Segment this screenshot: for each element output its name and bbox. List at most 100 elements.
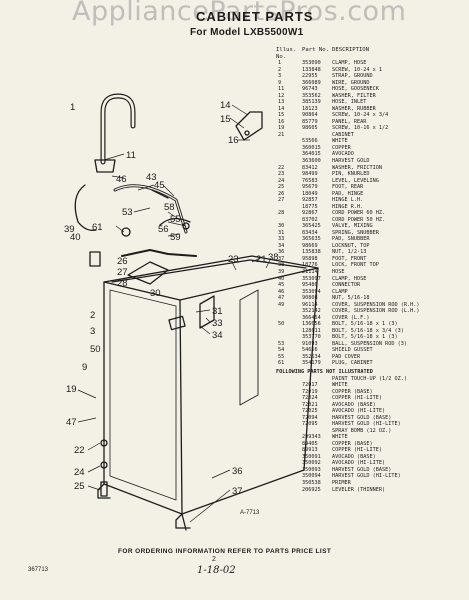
part-description: PAD, HINGE bbox=[332, 190, 364, 197]
callout-label: 37 bbox=[232, 486, 243, 497]
description-header: DESCRIPTION bbox=[332, 47, 370, 53]
part-no-header: Part No. bbox=[302, 47, 329, 53]
part-number: 72021 bbox=[302, 401, 318, 408]
callout-label: 36 bbox=[232, 466, 243, 477]
illus-number: 37 bbox=[278, 255, 285, 262]
illus-number: 23 bbox=[278, 171, 285, 178]
callout-label: 19 bbox=[66, 384, 77, 395]
callout-label: 45 bbox=[154, 180, 165, 191]
illus-number: 40 bbox=[278, 275, 285, 282]
part-description: COVER, SUSPENSION ROD (L.H.) bbox=[332, 308, 420, 315]
part-description: PAINT TOUCH-UP (1/2 OZ.) bbox=[332, 375, 407, 382]
part-description: PAD COVER bbox=[332, 353, 361, 360]
part-description: HINGE L.H. bbox=[332, 197, 364, 204]
model-subtitle: For Model LXB5500W1 bbox=[190, 27, 304, 38]
callout-label: 16 bbox=[228, 135, 239, 146]
parts-row: 72095 HARVEST GOLD (HI-LITE) bbox=[276, 421, 456, 428]
illus-number: 16 bbox=[278, 118, 285, 125]
part-description: CLAMP, HOSE bbox=[332, 275, 367, 282]
callout-label: 59 bbox=[170, 232, 181, 243]
part-number: 96114 bbox=[302, 301, 318, 308]
part-number: 90808 bbox=[302, 295, 318, 302]
illus-number: 2 bbox=[278, 66, 282, 73]
part-description: AVOCADO (HI-LITE) bbox=[332, 408, 386, 415]
callout-label: 27 bbox=[117, 267, 128, 278]
part-description: HARVEST GOLD (HI-LITE) bbox=[332, 473, 401, 480]
part-description: STRAP, GROUND bbox=[332, 73, 373, 80]
callout-label: 46 bbox=[116, 174, 127, 185]
callout-label: 21 bbox=[256, 254, 267, 265]
part-description: VALVE, MIXING bbox=[332, 223, 373, 230]
part-number: 72094 bbox=[302, 414, 318, 421]
parts-list-header: Illus. No. Part No. DESCRIPTION bbox=[276, 47, 456, 60]
part-number: 83702 bbox=[302, 216, 318, 223]
part-number: 89405 bbox=[302, 440, 318, 447]
illus-number: 45 bbox=[278, 282, 285, 289]
illus-number: 49 bbox=[278, 301, 285, 308]
illus-number: 46 bbox=[278, 288, 285, 295]
part-number: 53566 bbox=[302, 138, 318, 145]
callout-label: 50 bbox=[90, 344, 101, 355]
part-number: 92857 bbox=[302, 197, 318, 204]
part-description: CLAMP bbox=[332, 288, 348, 295]
illus-number: 26 bbox=[278, 190, 285, 197]
part-number: 136056 bbox=[302, 321, 321, 328]
part-description: CONNECTOR bbox=[332, 282, 361, 289]
part-number: 350092 bbox=[302, 460, 321, 467]
part-description: LEVELER (THINNER) bbox=[332, 486, 386, 493]
part-description: LEVEL, LEVELING bbox=[332, 177, 379, 184]
callout-label: 55 bbox=[170, 214, 181, 225]
part-description: HARVEST GOLD (HI-LITE) bbox=[332, 421, 401, 428]
part-number: 353562 bbox=[302, 92, 321, 99]
illus-number: 12 bbox=[278, 92, 285, 99]
callout-label: 25 bbox=[74, 481, 85, 492]
part-number: 72095 bbox=[302, 421, 318, 428]
part-description: BOLT, 5/16-18 x 1 (3) bbox=[332, 321, 398, 328]
callout-label: 38 bbox=[268, 252, 279, 263]
part-number: 95898 bbox=[302, 255, 318, 262]
callout-label: 61 bbox=[92, 222, 103, 233]
part-description: COVER, SUSPENSION ROD (R.H.) bbox=[332, 301, 420, 308]
parts-row: 49 96114 COVER, SUSPENSION ROD (R.H.) bbox=[276, 302, 456, 309]
part-description: SCREW, 10-24 x 1 bbox=[332, 66, 382, 73]
illus-number: 21 bbox=[278, 131, 285, 138]
parts-row: PAINT TOUCH-UP (1/2 OZ.) bbox=[276, 376, 456, 383]
part-number: 365425 bbox=[302, 223, 321, 230]
part-number: 91093 bbox=[302, 340, 318, 347]
callout-label: 53 bbox=[122, 207, 133, 218]
part-number: 366454 bbox=[302, 314, 321, 321]
part-description: WASHER, FILTER bbox=[332, 92, 376, 99]
callout-label: 9 bbox=[82, 362, 87, 373]
part-description: COVER (L.F.) bbox=[332, 314, 370, 321]
part-description: COPPER (HI-LITE) bbox=[332, 395, 382, 402]
part-number: 363600 bbox=[302, 157, 321, 164]
callout-label: 34 bbox=[212, 330, 223, 341]
part-number: 350091 bbox=[302, 453, 321, 460]
part-description: SCREW, 10-24 x 3/4 bbox=[332, 112, 389, 119]
parts-row: SPRAY BOMB (12 OZ.) bbox=[276, 428, 456, 435]
part-description: HOSE bbox=[332, 269, 345, 275]
part-number: 365635 bbox=[302, 236, 321, 243]
